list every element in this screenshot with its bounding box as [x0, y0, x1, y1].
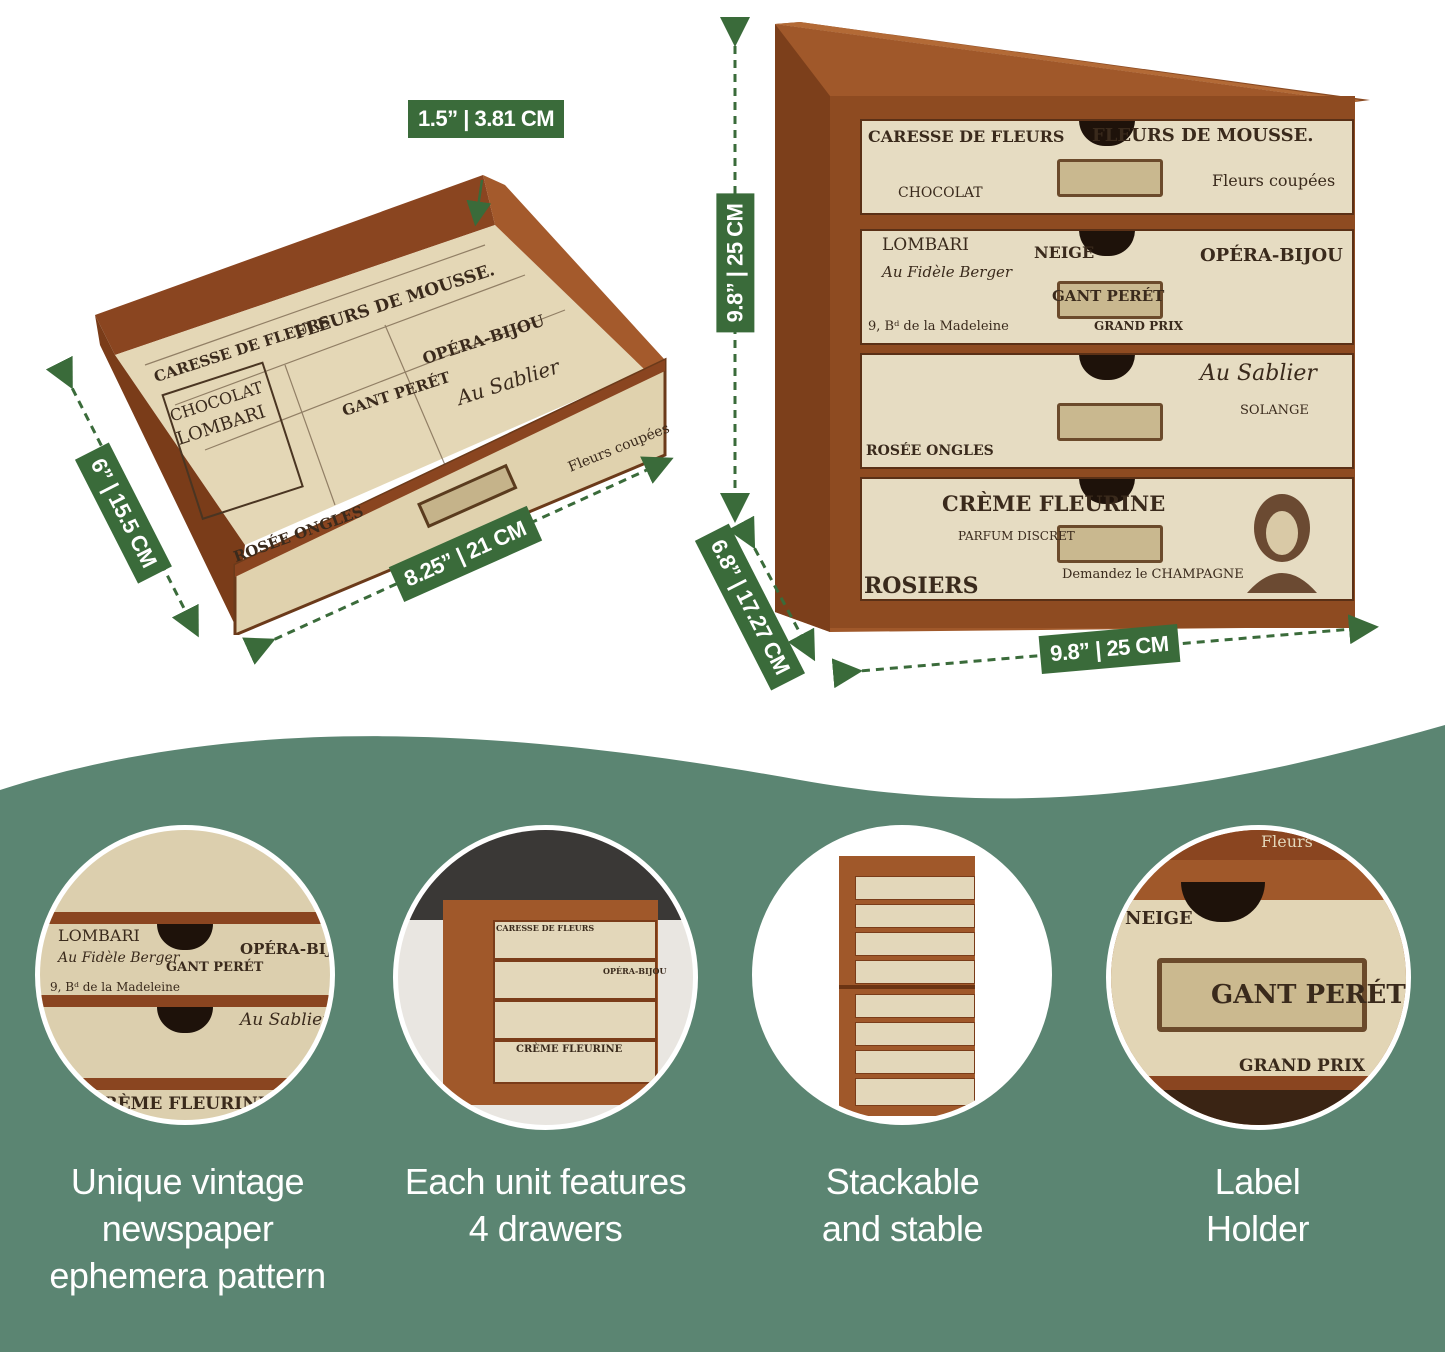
- vintage-portrait-icon: [1247, 494, 1317, 593]
- feature-circle-four-drawers: CARESSE DE FLEURS OPÉRA-BIJOU CRÈME FLEU…: [393, 825, 698, 1130]
- green-wave-band: [0, 725, 1445, 1352]
- drawer2-fidele: Au Fidèle Berger: [882, 263, 1013, 281]
- drawer4-champagne: Demandez le CHAMPAGNE: [1062, 567, 1244, 582]
- c1-sablier: Au Sablier: [240, 1010, 331, 1030]
- feature-caption-stackable: Stackable and stable: [821, 1161, 984, 1249]
- drawer1-caresse: CARESSE DE FLEURS: [868, 127, 1065, 146]
- c4-grandprix: GRAND PRIX: [1239, 1056, 1366, 1076]
- feature-caption-label-holder: Label Holder: [1205, 1161, 1310, 1249]
- drawer-dimension-arrows: [45, 179, 674, 665]
- drawer2-madeleine: 9, Bᵈ de la Madeleine: [868, 319, 1009, 334]
- cabinet-drawer-4[interactable]: CRÈME FLEURINE PARFUM DISCRET Demandez l…: [860, 477, 1354, 601]
- c4-gant: GANT PERÉT: [1211, 980, 1406, 1010]
- c1-creme: CRÈME FLEURINE: [90, 1094, 271, 1114]
- label-holder: [1057, 403, 1163, 441]
- drawer2-gant: GANT PERÉT: [1052, 287, 1165, 305]
- drawer4-parfum: PARFUM DISCRET: [958, 529, 1075, 543]
- c1-lombari: LOMBARI: [58, 926, 140, 945]
- c4-fleurs-fragment: Fleurs: [1261, 832, 1313, 851]
- c1-opera: OPÉRA-BIJOU: [240, 940, 333, 958]
- drawer1-chocolat: CHOCOLAT: [898, 185, 983, 201]
- drawer3-rosee: ROSÉE ONGLES: [866, 443, 994, 459]
- drawer-height-label: 1.5” | 3.81 CM: [408, 100, 565, 138]
- feature-circle-stackable: [752, 825, 1052, 1125]
- c1-fidele: Au Fidèle Berger: [58, 950, 180, 966]
- drawer1-fleurs: Fleurs coupées: [1212, 171, 1336, 190]
- drawer2-neige: NEIGE: [1034, 243, 1095, 262]
- feature-circle-pattern: LOMBARI Au Fidèle Berger OPÉRA-BIJOU GAN…: [35, 825, 335, 1125]
- cabinet-illustration: CARESSE DE FLEURS FLEURS DE MOUSSE. CHOC…: [770, 22, 1370, 632]
- cabinet-drawer-3[interactable]: Au Sablier SOLANGE ROSÉE ONGLES: [860, 353, 1354, 469]
- c2-creme: CRÈME FLEURINE: [516, 1044, 623, 1055]
- feature-caption-pattern: Unique vintage newspaper ephemera patter…: [49, 1161, 326, 1296]
- cabinet-drawer-1[interactable]: CARESSE DE FLEURS FLEURS DE MOUSSE. CHOC…: [860, 119, 1354, 215]
- feature-caption-four-drawers: Each unit features 4 drawers: [404, 1161, 687, 1249]
- cabinet-dimension-arrows: [720, 17, 1379, 689]
- label-holder: [1057, 159, 1163, 197]
- drawer2-opera: OPÉRA-BIJOU: [1200, 245, 1343, 266]
- drawer4-rosiers: ROSIERS: [864, 573, 979, 599]
- drawer1-mousse: FLEURS DE MOUSSE.: [1092, 125, 1314, 146]
- c1-madeleine: 9, Bᵈ de la Madeleine: [50, 980, 180, 994]
- c2-opera: OPÉRA-BIJOU: [603, 966, 667, 976]
- label-holder: [1057, 281, 1163, 319]
- feature-circle-label-holder: Fleurs NEIGE GANT PERÉT GRAND PRIX: [1106, 825, 1411, 1130]
- cabinet-height-label: 9.8” | 25 CM: [716, 193, 755, 333]
- label-holder: [1057, 525, 1163, 563]
- cabinet-drawer-2[interactable]: LOMBARI Au Fidèle Berger OPÉRA-BIJOU GAN…: [860, 229, 1354, 345]
- drawer2-grandprix: GRAND PRIX: [1094, 319, 1184, 333]
- drawer2-lombari: LOMBARI: [882, 235, 969, 255]
- drawer3-solange: SOLANGE: [1240, 403, 1309, 418]
- c1-gant: GANT PERÉT: [166, 960, 264, 975]
- drawer3-sablier: Au Sablier: [1200, 361, 1317, 386]
- drawer4-creme: CRÈME FLEURINE: [942, 491, 1166, 516]
- c4-neige: NEIGE: [1125, 908, 1193, 929]
- c2-caresse: CARESSE DE FLEURS: [496, 923, 595, 933]
